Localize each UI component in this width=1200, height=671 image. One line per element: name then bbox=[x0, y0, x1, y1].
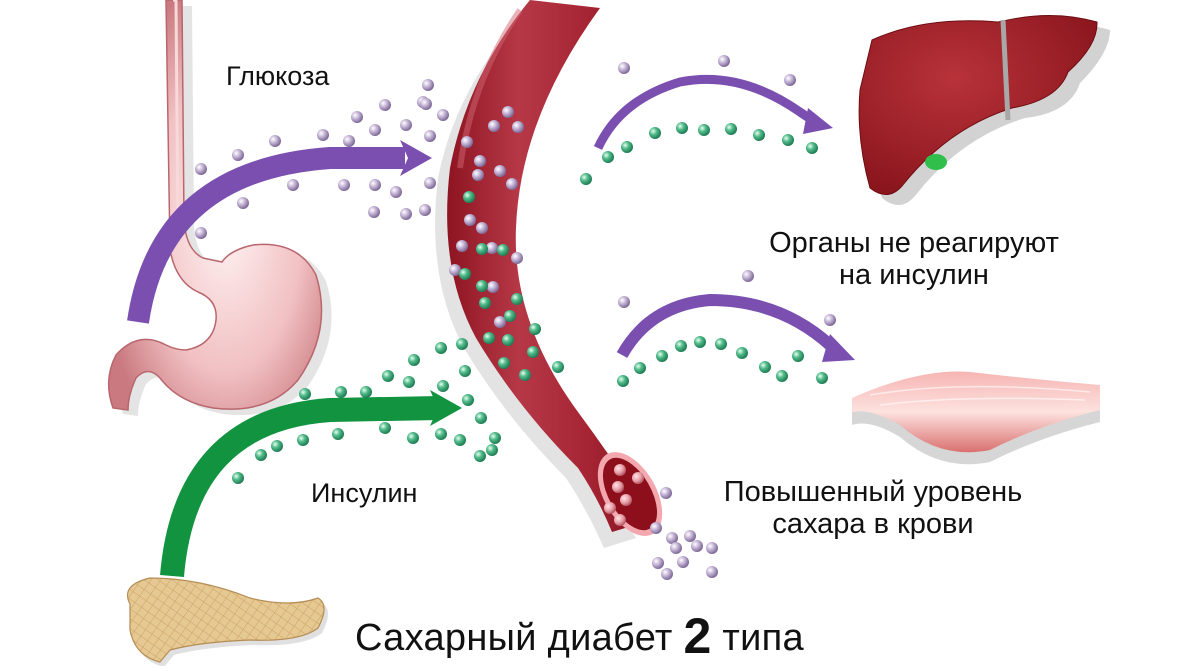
glucose-arrow-to-muscle bbox=[616, 293, 855, 362]
organs-label-line1: Органы не реагируют bbox=[769, 227, 1059, 259]
glucose-arrow-to-liver bbox=[593, 74, 833, 150]
diagram-title: Сахарный диабет 2 типа bbox=[355, 606, 804, 664]
muscle-illustration bbox=[852, 371, 1100, 465]
blood-vessel-illustration bbox=[435, 0, 663, 548]
high-sugar-label-line2: сахара в крови bbox=[772, 507, 974, 540]
pancreas-illustration bbox=[126, 577, 328, 667]
insulin-arrow-to-vessel bbox=[160, 390, 462, 578]
gallbladder bbox=[925, 154, 947, 170]
insulin-label: Инсулин bbox=[311, 478, 418, 508]
stomach-illustration bbox=[107, 0, 332, 416]
vessel-cross-section-cells bbox=[604, 464, 644, 526]
glucose-label: Глюкоза bbox=[226, 61, 330, 91]
title-prefix: Сахарный диабет bbox=[355, 617, 673, 659]
organs-label-line2: на инсулин bbox=[839, 258, 989, 291]
high-blood-sugar-label: Повышенный уровень сахара в крови bbox=[685, 476, 1061, 541]
high-sugar-label-line1: Повышенный уровень bbox=[723, 476, 1023, 508]
organs-no-response-label: Органы не реагируют на инсулин bbox=[732, 227, 1096, 292]
title-number: 2 bbox=[683, 608, 712, 664]
liver-illustration bbox=[858, 15, 1110, 206]
glucose-arrow-to-vessel bbox=[127, 140, 432, 324]
title-suffix: типа bbox=[722, 617, 804, 659]
